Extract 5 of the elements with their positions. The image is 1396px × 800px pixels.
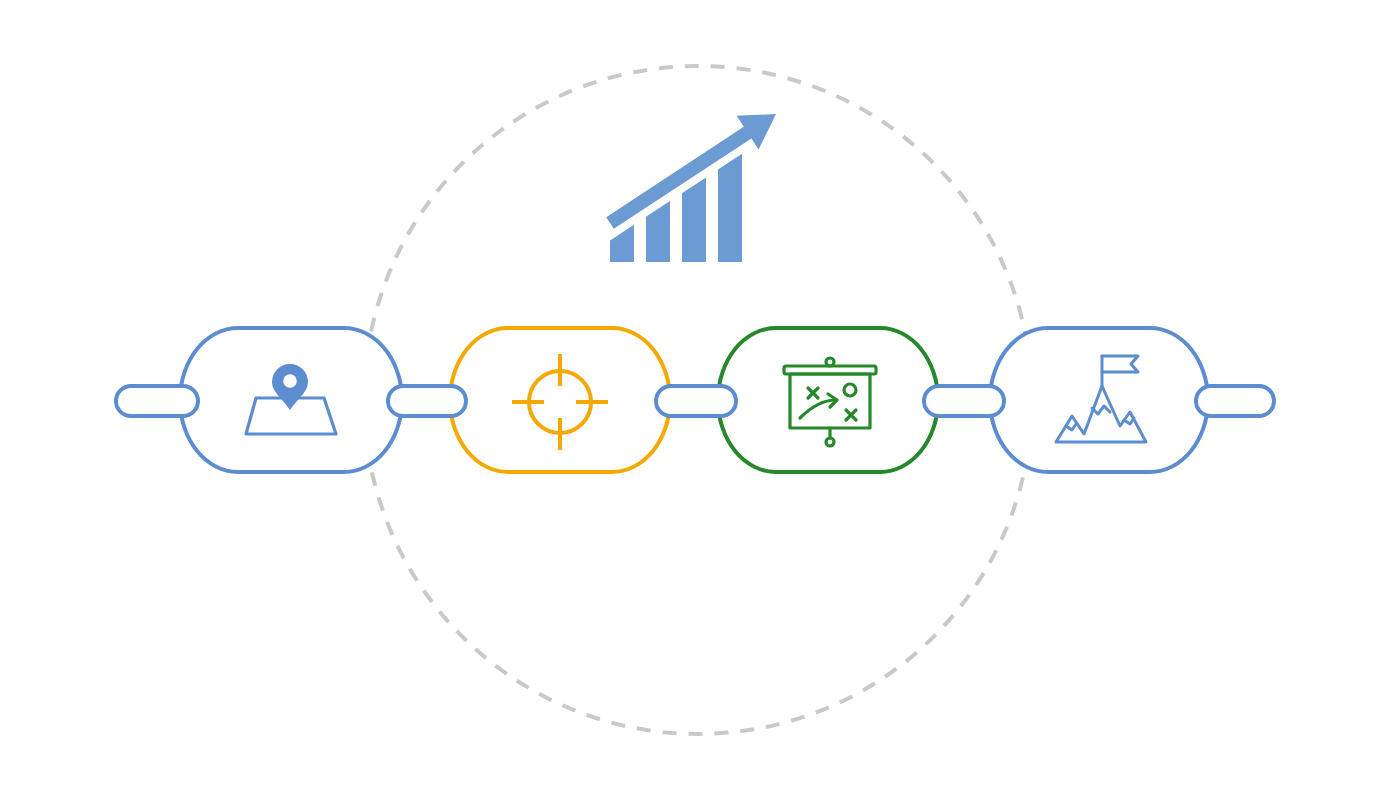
connector-link (922, 384, 1006, 418)
connector-link (386, 384, 468, 418)
connector-link (654, 384, 738, 418)
connector-link (1194, 384, 1276, 418)
connector-link (114, 384, 200, 418)
